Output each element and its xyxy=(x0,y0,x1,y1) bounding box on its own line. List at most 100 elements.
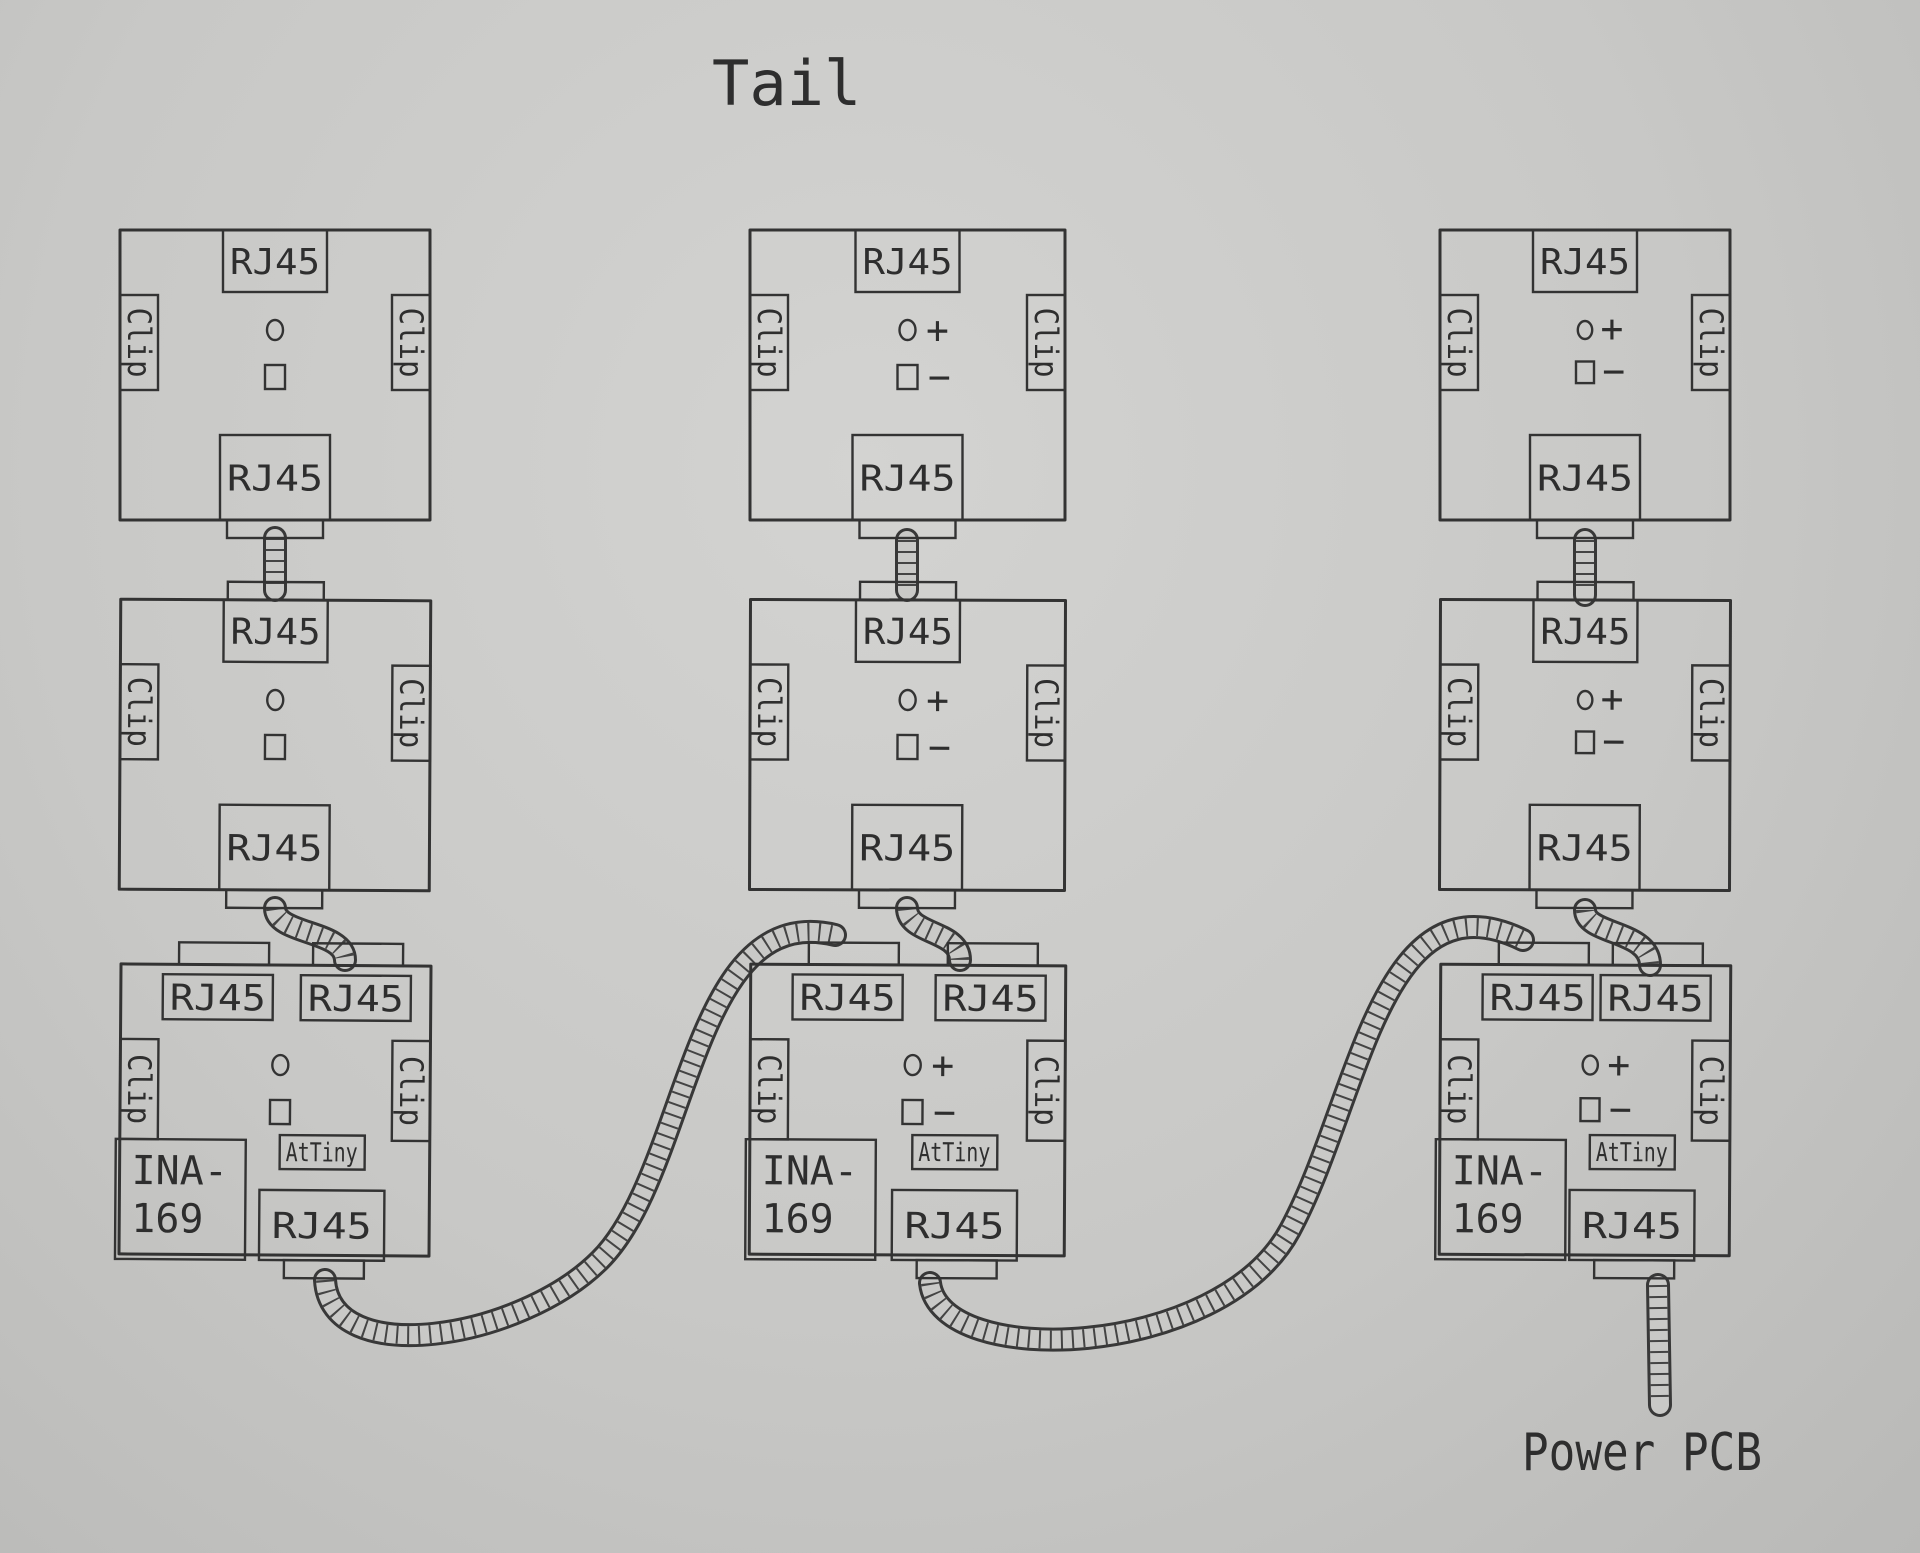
board-col2-row2-bottom-rj45: RJ45 xyxy=(850,803,964,892)
board-col2-row3-left-clip: Clip xyxy=(748,1037,790,1141)
board-col2-row3-bottom-rj45-label: RJ45 xyxy=(904,1206,1004,1248)
board-col1-row2-led-square-pad xyxy=(263,733,287,761)
cable-col3-to-power xyxy=(1646,1273,1672,1417)
board-col3-row3-top-left-rj45-outline xyxy=(1481,973,1594,1022)
board-col1-row1-right-clip-label: Clip xyxy=(392,308,430,378)
board-col2-row1-top-rj45-label: RJ45 xyxy=(863,242,953,283)
board-col2-row2-top-rj45-label: RJ45 xyxy=(863,612,953,653)
board-col2-row2-bottom-rj45-label: RJ45 xyxy=(859,828,955,869)
board-col2-row3-led-minus-sign: − xyxy=(933,1090,956,1134)
board-col2-row3-bottom-rj45: RJ45 xyxy=(890,1188,1019,1262)
board-col3-row1-bottom-lead xyxy=(1535,518,1635,540)
board-col3-row1-led-minus-sign: − xyxy=(1602,349,1625,393)
board-col2-row3-top-right-rj45-label: RJ45 xyxy=(942,979,1038,1021)
board-col1-row3-top-left-lead xyxy=(177,941,271,967)
board-col1-row1-top-rj45-label: RJ45 xyxy=(230,242,320,283)
board-col1-row3-top-right-rj45-outline xyxy=(299,973,413,1023)
board-col2-row3-top-left-rj45-label: RJ45 xyxy=(799,978,895,1020)
board-col1-row3-top-left-rj45-label: RJ45 xyxy=(170,978,266,1020)
board-col1-row3-top-left-rj45: RJ45 xyxy=(161,973,275,1022)
board-col3-row1-left-clip-outline xyxy=(1438,293,1480,392)
board-col2-row1-right-clip: Clip xyxy=(1025,293,1067,392)
board-col2-row2-right-clip: Clip xyxy=(1025,664,1067,762)
board-col2-row1-led-square-pad xyxy=(896,363,919,391)
board-col2-row3-attiny-label: AtTiny xyxy=(918,1138,990,1168)
board-col2-row3-led-round-pad xyxy=(903,1053,922,1077)
board-col3-row2-bottom-rj45: RJ45 xyxy=(1528,803,1641,892)
board-col2-row3-top-right-lead xyxy=(946,942,1040,967)
cable-col3-to-power-hatching xyxy=(1649,1284,1669,1406)
board-col2-row2-left-clip-label: Clip xyxy=(750,677,788,747)
board-col3-row1-led: +− xyxy=(1574,307,1625,393)
board-col1-row3-ina169: INA-169 xyxy=(113,1137,247,1262)
board-col2-row2-led-plus-sign: + xyxy=(926,678,949,722)
jumper-col3-2 xyxy=(1573,898,1662,977)
board-col2-row1-top-rj45-outline xyxy=(854,228,961,294)
board-col1-row3-right-clip-outline xyxy=(390,1039,432,1143)
board-col1-row3-attiny: AtTiny xyxy=(278,1133,367,1171)
board-col1-row2-led-round-pad xyxy=(266,688,285,712)
board-col2-row3-ina169-line1: INA- xyxy=(762,1148,859,1195)
board-col2-row1-led-plus-sign: + xyxy=(926,308,949,352)
board-col3-row3-top-left-rj45-label: RJ45 xyxy=(1489,978,1585,1020)
board-col3-row1-top-rj45-outline xyxy=(1531,228,1639,294)
board-col2-row3-left-clip-label: Clip xyxy=(750,1054,788,1124)
board-col1-row3-ina169-line1: INA- xyxy=(131,1148,228,1195)
board-col1-row1-led-round-pad xyxy=(265,318,285,342)
board-col1-row3-top-right-lead xyxy=(311,942,405,968)
board-col2-row1-led-minus-sign: − xyxy=(928,355,951,399)
board-col2-row2-led-square-pad xyxy=(896,733,919,761)
cable-col1-to-col2 xyxy=(313,920,847,1347)
cable-col2-to-col3-hatching xyxy=(921,918,1527,1349)
board-col2-row1-top-rj45: RJ45 xyxy=(854,228,961,294)
board-col1-row2-top-rj45: RJ45 xyxy=(222,598,329,664)
board-col3-row3-led-plus-sign: + xyxy=(1607,1042,1630,1086)
board-col2-row3-ina169-line2: 169 xyxy=(761,1196,833,1242)
power-pcb-label: Power PCB xyxy=(1522,1423,1762,1483)
board-col1-row3-left-clip-label: Clip xyxy=(120,1054,158,1124)
board-col1-row1-led xyxy=(263,318,287,391)
board-col3-row3-left-clip-label: Clip xyxy=(1440,1054,1478,1124)
board-col2-row1-bottom-lead xyxy=(858,518,957,540)
board-col3-row3-bottom-rj45-label: RJ45 xyxy=(1582,1206,1682,1248)
board-col2-row2-led-round-pad xyxy=(898,688,917,712)
board-col2-row3-ina169-outline xyxy=(744,1137,878,1262)
cable-col1-to-col2-hatching xyxy=(316,923,838,1344)
board-col3-row1-bottom-rj45: RJ45 xyxy=(1528,433,1642,522)
board-col3-row2-led-minus-sign: − xyxy=(1602,719,1625,763)
board-col1-row1-top-rj45: RJ45 xyxy=(221,228,329,294)
board-col3-row3-right-clip-outline xyxy=(1690,1039,1732,1142)
board-col3-row1-bottom-rj45-label: RJ45 xyxy=(1537,459,1633,500)
board-col1-row2-left-clip-outline xyxy=(118,662,160,761)
board-col1-row2-right-clip: Clip xyxy=(390,664,432,763)
board-col2-row3-right-clip: Clip xyxy=(1025,1039,1067,1143)
board-col3-row3-top-left-lead xyxy=(1497,941,1591,967)
board-col3-row1-top-rj45-label: RJ45 xyxy=(1540,242,1630,283)
board-col2-row1-led: +− xyxy=(896,308,951,399)
board-col3-row3-top-right-rj45-outline xyxy=(1599,973,1712,1022)
board-col1-row1-bottom-lead xyxy=(225,518,325,540)
board-col3-row3-right-clip: Clip xyxy=(1690,1039,1732,1142)
board-col3-row3-right-clip-label: Clip xyxy=(1692,1056,1730,1126)
board-col3-row2-top-lead xyxy=(1536,580,1635,602)
board-col3-row3-top-right-rj45-label: RJ45 xyxy=(1607,979,1703,1021)
board-col1-row1-right-clip-outline xyxy=(390,293,432,392)
board-col3-row2-top-rj45: RJ45 xyxy=(1532,598,1639,664)
board-col1-row2-right-clip-label: Clip xyxy=(392,678,430,748)
diagram-title: Tail xyxy=(712,47,861,120)
board-col3-row2-left-clip: Clip xyxy=(1438,663,1480,761)
board-col3-row2-top-rj45-label: RJ45 xyxy=(1540,612,1630,653)
board-col1-row1-left-clip-outline xyxy=(118,293,160,392)
board-col3-row3-bottom-lead xyxy=(1592,1258,1676,1280)
board-col1-row2-bottom-rj45-label: RJ45 xyxy=(226,828,322,870)
board-col2-row3-top-left-rj45: RJ45 xyxy=(791,973,904,1022)
board-col2-row2-top-rj45: RJ45 xyxy=(854,598,962,664)
board-col3-row1-top-rj45: RJ45 xyxy=(1531,228,1639,294)
board-col1-row3-left-clip: Clip xyxy=(118,1037,160,1141)
